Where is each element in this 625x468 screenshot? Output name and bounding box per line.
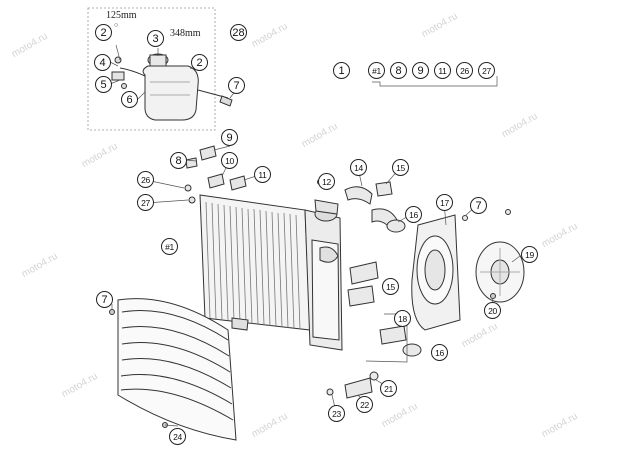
coolant-hoses bbox=[317, 179, 511, 399]
callout-part: 11 bbox=[254, 166, 271, 183]
callout-part: 14 bbox=[350, 159, 367, 176]
expansion-tank bbox=[111, 53, 233, 121]
callout-part: 21 bbox=[380, 380, 397, 397]
callout-part: 3 bbox=[147, 30, 164, 47]
callout-part: 6 bbox=[121, 91, 138, 108]
hose-fittings-upper bbox=[184, 145, 247, 204]
callout-part: 27 bbox=[137, 194, 154, 211]
radiator bbox=[199, 194, 343, 351]
dimension-label: 348mm bbox=[170, 28, 201, 39]
callout-part: 15 bbox=[392, 159, 409, 176]
callout-part: 16 bbox=[431, 344, 448, 361]
callout-part: 16 bbox=[405, 206, 422, 223]
callout-part: 26 bbox=[137, 171, 154, 188]
callout-part: 7 bbox=[96, 291, 113, 308]
callout-part: 18 bbox=[394, 310, 411, 327]
legend-set-item: 27 bbox=[478, 62, 495, 79]
callout-part: 22 bbox=[356, 396, 373, 413]
legend-set-item: 26 bbox=[456, 62, 473, 79]
dimension-mark: ○ bbox=[114, 21, 119, 29]
callout-part: 2 bbox=[191, 54, 208, 71]
callout-part: #1 bbox=[161, 238, 178, 255]
callout-part: 4 bbox=[94, 54, 111, 71]
callout-part: 10 bbox=[221, 152, 238, 169]
callout-part: 7 bbox=[228, 77, 245, 94]
inset-frame bbox=[87, 7, 216, 131]
callout-part: 8 bbox=[170, 152, 187, 169]
legend-item: 1 bbox=[333, 62, 350, 79]
callout-part: 23 bbox=[328, 405, 345, 422]
callout-part: 2 bbox=[95, 24, 112, 41]
legend-set-item: 9 bbox=[412, 62, 429, 79]
callout-part: 15 bbox=[382, 278, 399, 295]
radiator-guard bbox=[109, 298, 237, 441]
callout-part: 19 bbox=[521, 246, 538, 263]
legend-set-item: 11 bbox=[434, 62, 451, 79]
callout-part: 24 bbox=[169, 428, 186, 445]
legend-set-item: #1 bbox=[368, 62, 385, 79]
cooling-fan bbox=[475, 241, 525, 303]
callout-part: 12 bbox=[318, 173, 335, 190]
callout-part: 17 bbox=[436, 194, 453, 211]
legend-set-item: 8 bbox=[390, 62, 407, 79]
callout-part: 7 bbox=[470, 197, 487, 214]
callout-part: 20 bbox=[484, 302, 501, 319]
dimension-label: 125mm bbox=[106, 10, 137, 21]
fan-shroud bbox=[411, 214, 461, 331]
callout-part: 9 bbox=[221, 129, 238, 146]
callout-part: 28 bbox=[230, 24, 247, 41]
callout-part: 5 bbox=[95, 76, 112, 93]
